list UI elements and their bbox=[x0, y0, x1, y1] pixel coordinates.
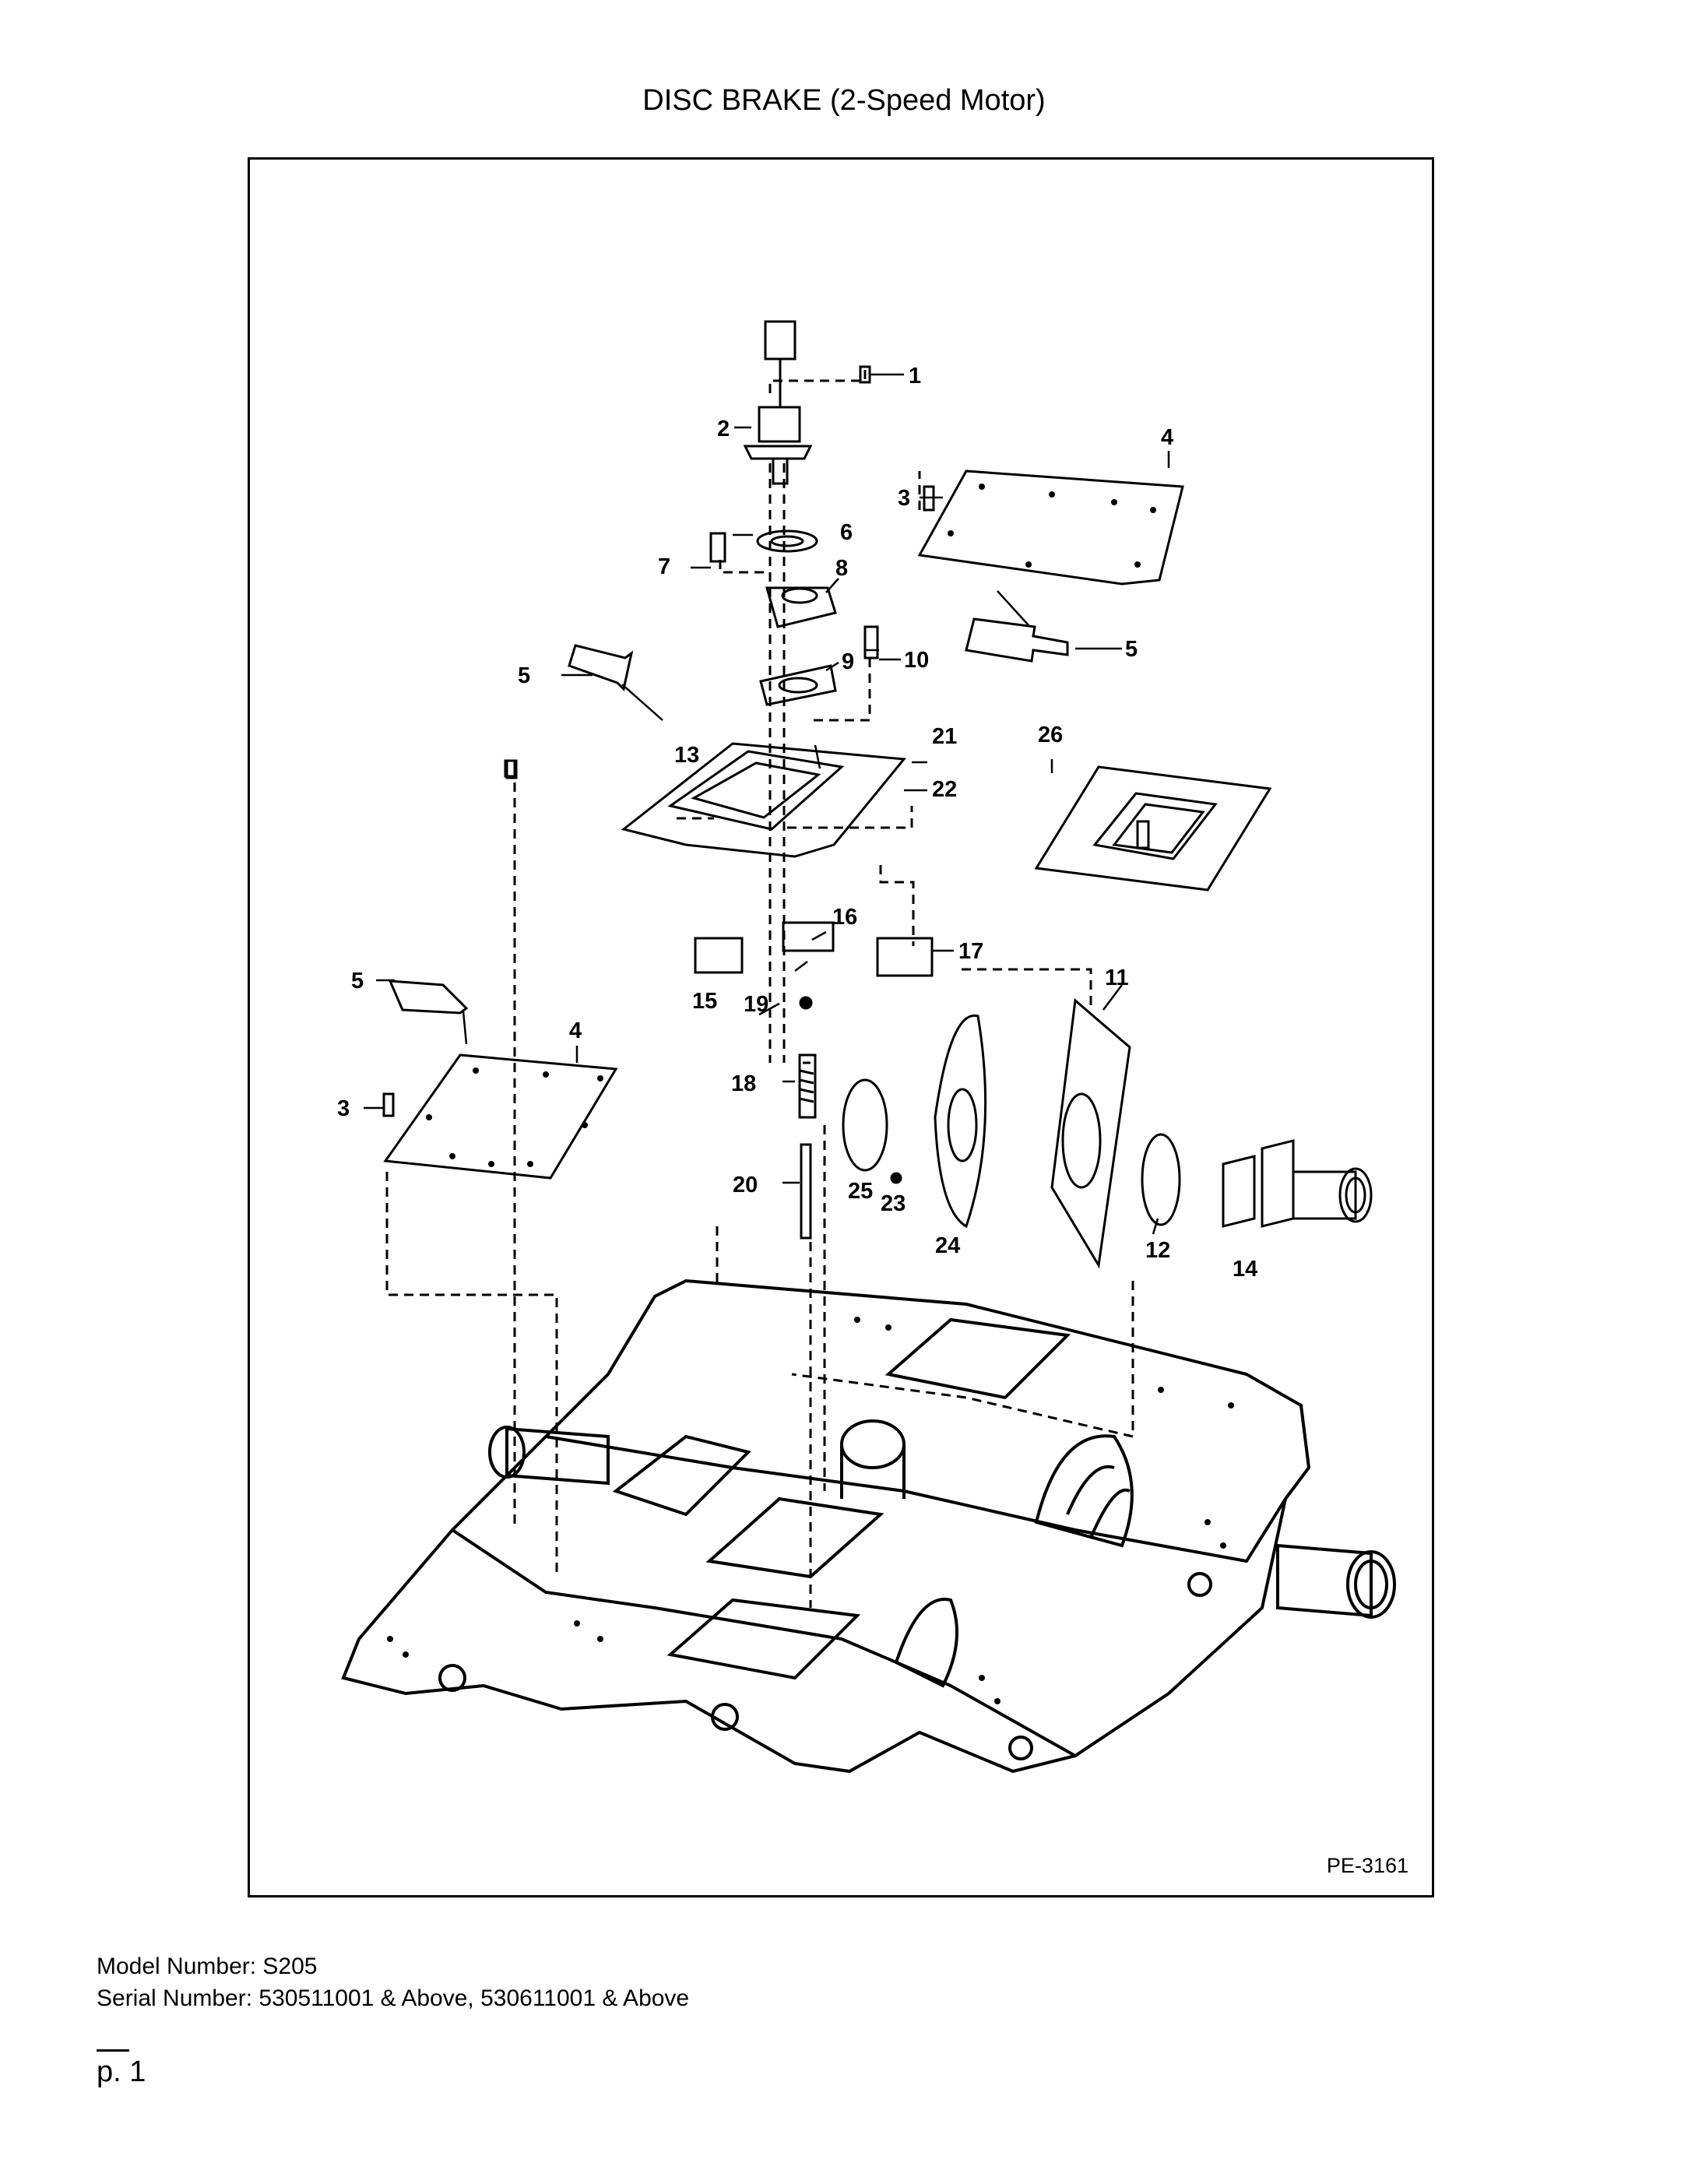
callout-3-lower: 3 bbox=[337, 1096, 350, 1121]
parts-diagram-frame: 1 2 3 4 5 6 7 8 9 10 11 12 13 14 15 16 1… bbox=[248, 157, 1434, 1897]
callout-6: 6 bbox=[840, 520, 853, 545]
callout-19: 19 bbox=[744, 992, 768, 1017]
callout-24: 24 bbox=[935, 1233, 960, 1258]
callout-21: 21 bbox=[932, 724, 957, 749]
callout-5-left: 5 bbox=[518, 663, 530, 688]
callout-3: 3 bbox=[898, 486, 910, 511]
model-serial-footer: Model Number: S205 Serial Number: 530511… bbox=[97, 1950, 689, 2014]
drive-shaft-drawing bbox=[1222, 1139, 1373, 1228]
callout-10: 10 bbox=[904, 648, 929, 673]
cover-plate-13-drawing bbox=[621, 742, 906, 858]
callout-11: 11 bbox=[1105, 965, 1129, 990]
callout-17: 17 bbox=[958, 939, 983, 964]
figure-code: PE-3161 bbox=[1326, 1854, 1408, 1877]
callout-20: 20 bbox=[733, 1173, 758, 1198]
callout-7: 7 bbox=[658, 554, 670, 579]
page-title: DISC BRAKE (2-Speed Motor) bbox=[642, 84, 1046, 117]
page-number: p. 1 bbox=[97, 2056, 146, 2088]
spring-drawing bbox=[798, 1053, 817, 1119]
callout-18: 18 bbox=[731, 1071, 756, 1096]
dashed-assembly-lines bbox=[385, 370, 1134, 1608]
callout-13: 13 bbox=[674, 743, 699, 768]
callout-1: 1 bbox=[909, 364, 921, 389]
leader-lines bbox=[364, 373, 1170, 1235]
cover-plate-4-upper-drawing bbox=[917, 470, 1184, 586]
callout-4: 4 bbox=[1161, 425, 1173, 450]
model-number: Model Number: S205 bbox=[97, 1954, 318, 1979]
callout-23: 23 bbox=[881, 1191, 906, 1216]
callout-22: 22 bbox=[932, 777, 957, 802]
callout-14: 14 bbox=[1233, 1257, 1257, 1282]
callout-2: 2 bbox=[717, 417, 730, 441]
solenoid-drawing bbox=[743, 320, 813, 485]
chassis-frame-drawing bbox=[341, 1278, 1396, 1774]
cover-plate-26-drawing bbox=[1034, 765, 1272, 892]
callout-8: 8 bbox=[835, 556, 848, 581]
callout-9: 9 bbox=[842, 649, 854, 674]
brake-disc-drawing bbox=[1050, 998, 1131, 1269]
serial-number: Serial Number: 530511001 & Above, 530611… bbox=[97, 1985, 690, 2011]
callout-labels: 1 2 3 4 5 6 7 8 9 10 11 12 13 14 15 16 1… bbox=[658, 364, 1257, 1282]
callout-12: 12 bbox=[1145, 1238, 1170, 1263]
callout-repeats: 5 5 4 3 bbox=[337, 663, 582, 1121]
callout-26: 26 bbox=[1038, 723, 1063, 747]
cover-plate-4-lower-drawing bbox=[383, 1053, 618, 1180]
callout-25: 25 bbox=[848, 1179, 873, 1204]
callout-5-lower: 5 bbox=[351, 969, 364, 994]
exploded-parts-diagram: 1 2 3 4 5 6 7 8 9 10 11 12 13 14 15 16 1… bbox=[337, 320, 1396, 1774]
callout-16: 16 bbox=[832, 905, 857, 930]
callout-15: 15 bbox=[692, 989, 717, 1014]
callout-4-lower: 4 bbox=[569, 1018, 582, 1043]
callout-5: 5 bbox=[1125, 637, 1138, 662]
page-number-rule bbox=[97, 2049, 129, 2052]
